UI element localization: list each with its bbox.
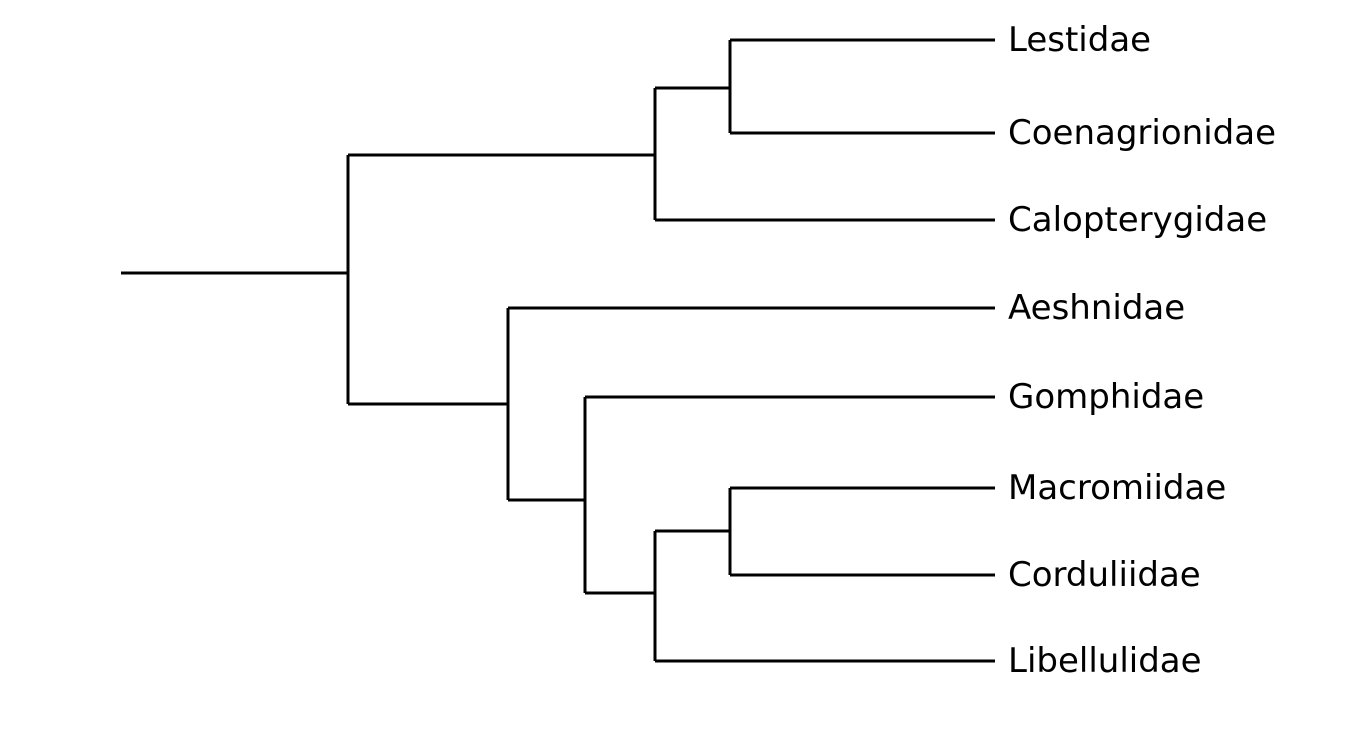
tip-label: Lestidae (1008, 20, 1152, 60)
tip-label: Coenagrionidae (1008, 113, 1276, 153)
tip-label: Macromiidae (1008, 468, 1227, 508)
tip-label: Corduliidae (1008, 555, 1201, 595)
tip-label: Libellulidae (1008, 641, 1202, 681)
tip-label: Aeshnidae (1008, 288, 1186, 328)
tip-label: Calopterygidae (1008, 200, 1268, 240)
tip-label: Gomphidae (1008, 377, 1205, 417)
